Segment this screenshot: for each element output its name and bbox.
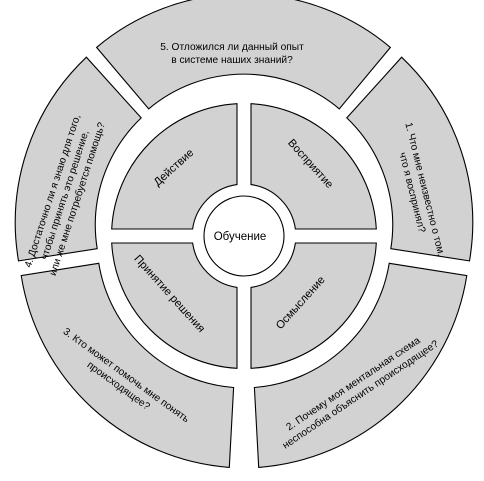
- outer-segment-q2: [253, 262, 468, 468]
- outer-segment-q5: [95, 0, 392, 110]
- inner-quadrant-top-right: [250, 103, 377, 230]
- outer-segment-q4: [14, 56, 142, 262]
- outer-text-q5: 5. Отложился ли данный опыт в системе на…: [160, 42, 304, 66]
- inner-quadrant-bottom-right: [250, 242, 377, 369]
- inner-quadrant-top-left: [111, 103, 238, 230]
- outer-segment-q1: [346, 56, 474, 262]
- outer-segment-q3: [20, 262, 235, 468]
- inner-quadrant-bottom-left: [111, 242, 238, 369]
- q5-line-2: в системе наших знаний?: [171, 55, 293, 66]
- center-label: Обучение: [214, 231, 267, 243]
- center-hub: [203, 195, 285, 277]
- q5-line-1: 5. Отложился ли данный опыт: [160, 42, 304, 53]
